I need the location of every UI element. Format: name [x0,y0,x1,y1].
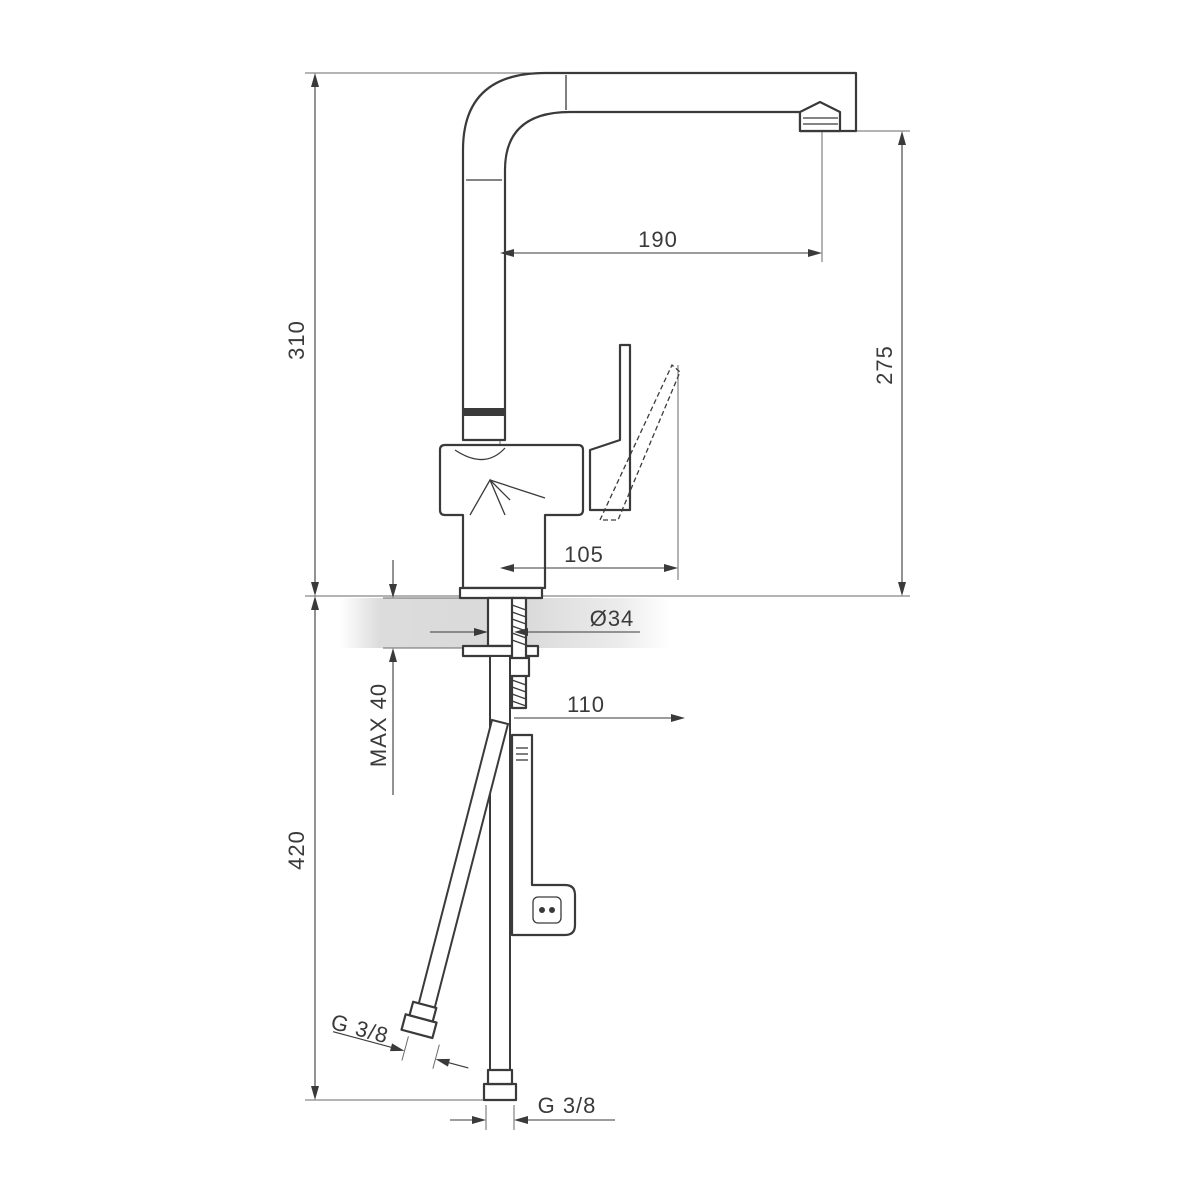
dim-thread-right: G 3/8 [538,1093,597,1118]
lever-alt-position [598,363,681,521]
dim-overall-height: 310 [284,320,309,360]
dim-threaded-rod: 110 [567,692,605,717]
dim-hose-length: 420 [284,830,309,870]
bracket [510,733,577,937]
dim-thread-left: G 3/8 [328,1009,391,1048]
dim-spout-reach: 190 [638,227,678,252]
dim-hole-diameter: Ø34 [590,606,635,631]
mounting-kit [400,596,577,1102]
spout-ring [463,408,505,416]
dimension-lines [311,73,906,1124]
faucet-body [438,71,858,600]
base-flange [458,586,544,600]
dim-spout-height: 275 [872,345,897,385]
spout [461,71,858,442]
lever-handle [588,343,632,512]
mixer-body [438,443,585,590]
dim-lever-reach: 105 [564,542,604,567]
dim-max-countertop: MAX 40 [366,683,391,767]
